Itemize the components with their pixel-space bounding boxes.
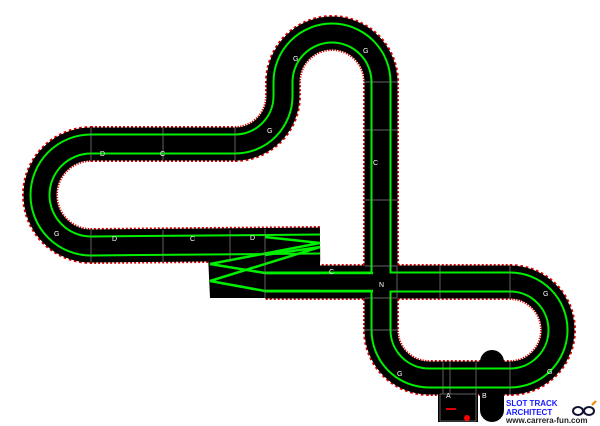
piece-labels: D C D G G D C G C C N G G A B G G bbox=[54, 48, 552, 400]
svg-text:G: G bbox=[54, 231, 59, 238]
svg-text:G: G bbox=[363, 48, 368, 55]
joints bbox=[90, 81, 511, 422]
infinity-logo-icon bbox=[572, 400, 597, 416]
logo-line2: ARCHITECT bbox=[506, 407, 553, 417]
svg-text:A: A bbox=[446, 393, 451, 400]
start-marker bbox=[446, 408, 456, 410]
start-light bbox=[464, 415, 470, 421]
svg-text:G: G bbox=[267, 128, 272, 135]
svg-text:B: B bbox=[482, 393, 487, 400]
svg-text:D: D bbox=[112, 236, 117, 243]
logo-url[interactable]: www.carrera-fun.com bbox=[506, 416, 588, 425]
svg-text:G: G bbox=[397, 371, 402, 378]
svg-text:G: G bbox=[547, 369, 552, 376]
svg-text:G: G bbox=[543, 291, 548, 298]
svg-text:C: C bbox=[329, 269, 334, 276]
svg-text:G: G bbox=[293, 56, 298, 63]
svg-text:C: C bbox=[190, 236, 195, 243]
lanes bbox=[40, 33, 558, 378]
logo-line1: SLOT TRACK bbox=[506, 399, 558, 408]
svg-text:D: D bbox=[250, 235, 255, 242]
svg-text:N: N bbox=[379, 282, 384, 289]
svg-text:D: D bbox=[100, 151, 105, 158]
svg-text:C: C bbox=[373, 160, 378, 167]
app-logo: SLOT TRACK ARCHITECT www.carrera-fun.com bbox=[506, 399, 588, 426]
svg-text:C: C bbox=[160, 151, 165, 158]
